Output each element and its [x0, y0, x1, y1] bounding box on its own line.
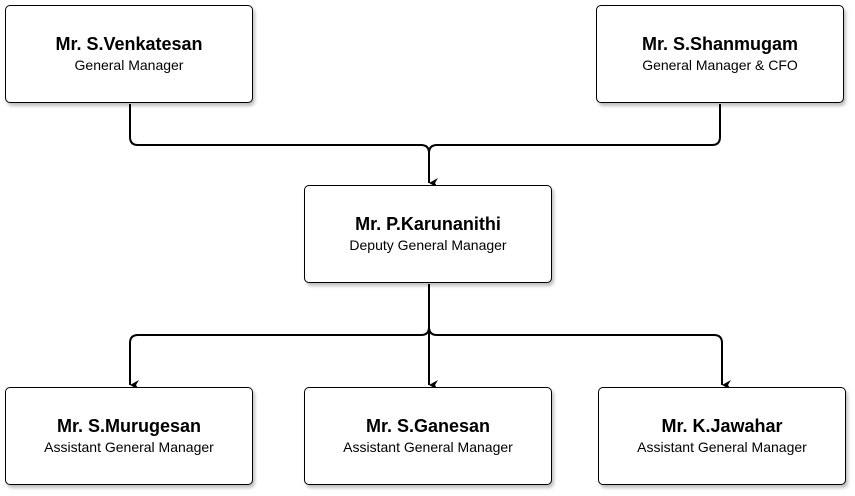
node-shanmugam: Mr. S.Shanmugam General Manager & CFO — [596, 5, 844, 103]
node-title: Assistant General Manager — [343, 439, 513, 455]
node-name: Mr. S.Venkatesan — [55, 34, 203, 54]
connector-venkatesan-to-karunanithi — [129, 104, 438, 188]
node-name: Mr. S.Murugesan — [56, 416, 202, 436]
node-karunanithi: Mr. P.Karunanithi Deputy General Manager — [304, 185, 552, 283]
node-title: Assistant General Manager — [44, 439, 214, 455]
node-murugesan: Mr. S.Murugesan Assistant General Manage… — [5, 387, 253, 485]
node-title: Deputy General Manager — [349, 237, 507, 253]
connector-shanmugam-to-karunanithi — [428, 104, 721, 183]
node-title: Assistant General Manager — [637, 439, 807, 455]
node-title: General Manager — [74, 57, 184, 73]
node-title: General Manager & CFO — [642, 57, 798, 73]
node-name: Mr. K.Jawahar — [661, 416, 783, 436]
node-ganesan: Mr. S.Ganesan Assistant General Manager — [304, 387, 552, 485]
connector-karunanithi-to-murugesan — [129, 284, 430, 390]
connector-karunanithi-to-jawahar — [428, 284, 731, 390]
node-name: Mr. P.Karunanithi — [355, 214, 501, 234]
node-jawahar: Mr. K.Jawahar Assistant General Manager — [598, 387, 846, 485]
node-name: Mr. S.Shanmugam — [641, 34, 799, 54]
node-venkatesan: Mr. S.Venkatesan General Manager — [5, 5, 253, 103]
node-name: Mr. S.Ganesan — [365, 416, 491, 436]
